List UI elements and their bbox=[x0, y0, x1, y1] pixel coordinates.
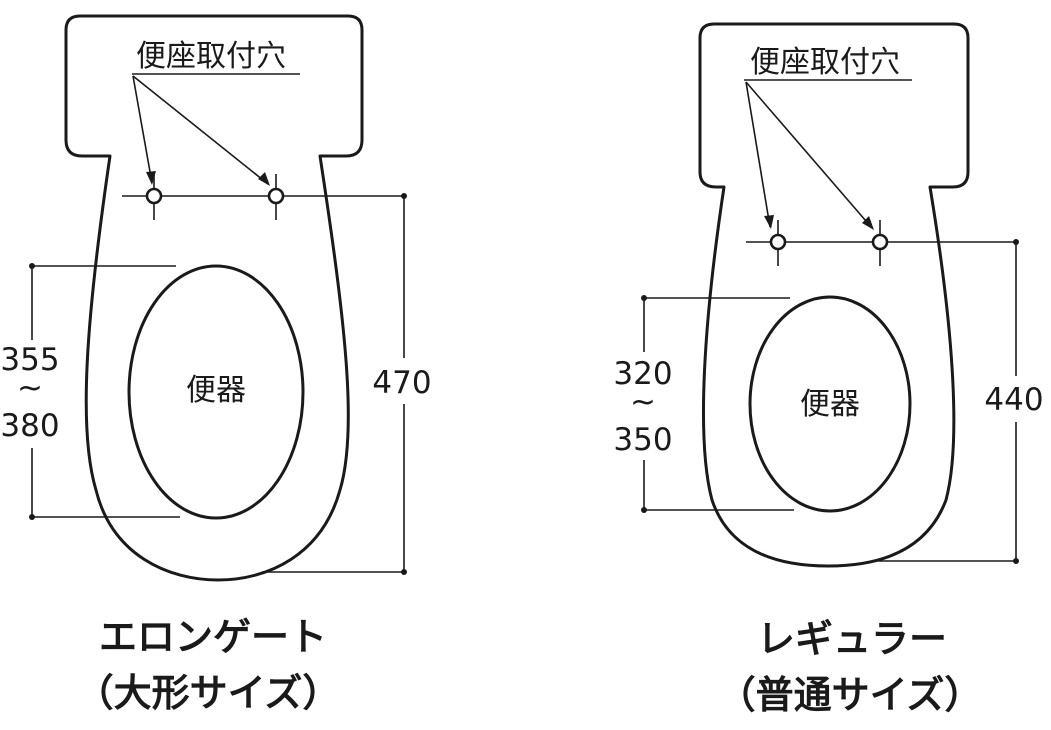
elongated-mount-hole-left bbox=[145, 187, 163, 205]
regular-hole-label: 便座取付穴 bbox=[750, 45, 900, 80]
elongated-leader-left bbox=[132, 75, 153, 184]
elongated-total-top-dot bbox=[401, 193, 407, 199]
regular-bowl-length-max: 350 bbox=[613, 422, 672, 458]
elongated-bowl-opening bbox=[127, 264, 305, 520]
elongated-mount-hole-right bbox=[267, 187, 285, 205]
regular-diagram: 便座取付穴 440 320 ~ 350 便器 レギュラー （普通サイズ） bbox=[613, 22, 1046, 717]
regular-total-top-dot bbox=[1013, 239, 1019, 245]
regular-bowl-label: 便器 bbox=[800, 387, 860, 422]
regular-bowl-bottom-dot bbox=[641, 507, 647, 513]
elongated-range-mark: ~ bbox=[17, 370, 43, 406]
regular-mount-hole-left bbox=[769, 233, 787, 251]
elongated-total-length: 470 bbox=[372, 365, 431, 401]
elongated-bowl-length-max: 380 bbox=[0, 408, 59, 444]
regular-range-mark: ~ bbox=[630, 384, 656, 420]
elongated-bowl-label: 便器 bbox=[186, 373, 246, 408]
elongated-bowl-bottom-dot bbox=[29, 514, 35, 520]
elongated-diagram: 便座取付穴 470 355 ~ 380 便器 エロンゲート （大形サイズ） bbox=[0, 14, 434, 715]
elongated-hole-label: 便座取付穴 bbox=[136, 39, 286, 74]
elongated-arrowhead-right bbox=[258, 172, 270, 186]
regular-leader-left bbox=[745, 81, 771, 228]
elongated-title-line1: エロンゲート bbox=[99, 615, 327, 659]
regular-leader-right bbox=[745, 81, 873, 229]
regular-bowl-top-dot bbox=[641, 295, 647, 301]
regular-arrowhead-right bbox=[862, 216, 874, 230]
regular-total-label-bg bbox=[984, 376, 1046, 422]
regular-arrowhead-left bbox=[764, 215, 774, 229]
elongated-leader-right bbox=[132, 75, 269, 185]
regular-title-line2: （普通サイズ） bbox=[718, 673, 983, 717]
regular-total-length: 440 bbox=[984, 382, 1043, 418]
regular-bowl-length-min: 320 bbox=[613, 356, 672, 392]
regular-bowl-opening bbox=[748, 295, 912, 513]
elongated-total-label-bg bbox=[370, 358, 434, 404]
elongated-bowl-length-min: 355 bbox=[0, 342, 59, 378]
elongated-bowl-top-dot bbox=[29, 263, 35, 269]
regular-mount-hole-right bbox=[871, 233, 889, 251]
regular-total-bottom-dot bbox=[1013, 558, 1019, 564]
elongated-title-line2: （大形サイズ） bbox=[76, 671, 341, 715]
elongated-total-bottom-dot bbox=[401, 569, 407, 575]
regular-title-line1: レギュラー bbox=[757, 617, 947, 661]
